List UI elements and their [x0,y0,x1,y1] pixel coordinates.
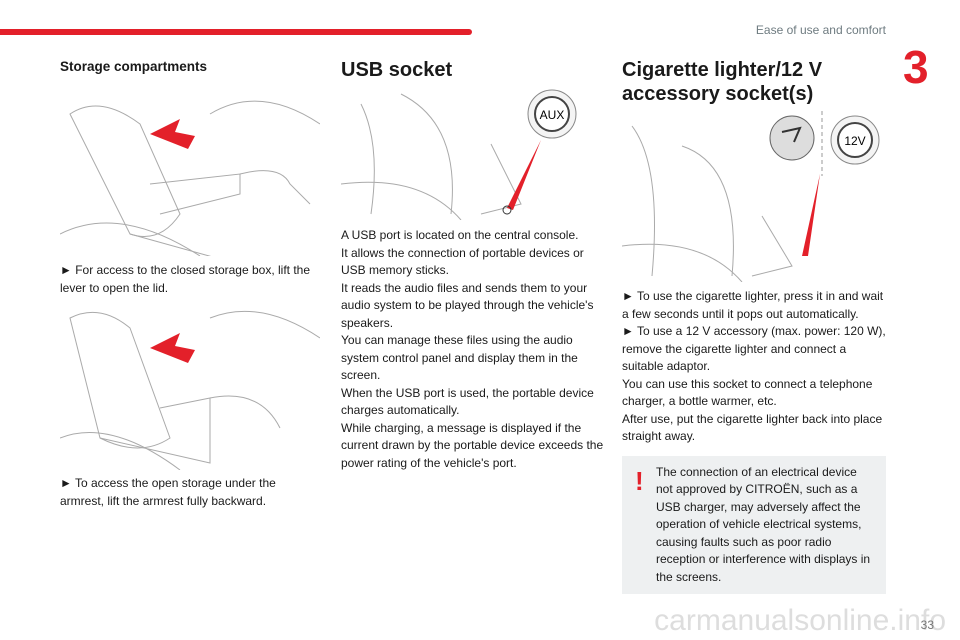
warning-box: ! The connection of an electrical device… [622,455,886,594]
usb-description: A USB port is located on the central con… [341,227,607,472]
aux-label: AUX [540,108,565,122]
warning-icon: ! [635,465,644,496]
usb-line: A USB port is located on the central con… [341,228,579,242]
watermark: carmanualsonline.info [654,604,946,637]
page-number: 33 [920,618,934,632]
12v-label: 12V [844,134,865,148]
lighter-socket-illustration: 12V [622,111,880,282]
usb-line: It allows the connection of portable dev… [341,245,584,278]
section-title: Ease of use and comfort [755,23,886,37]
storage-instruction-2: ► To access the open storage under the a… [60,476,276,508]
lighter-column-flow: ► To use the cigarette lighter, press it… [622,288,890,594]
lighter-description: ► To use the cigarette lighter, press it… [622,288,890,446]
usb-line: You can manage these files using the aud… [341,333,578,382]
chapter-number: 3 [903,41,929,93]
usb-line: It reads the audio files and sends them … [341,280,594,330]
warning-text: The connection of an electrical device n… [656,464,871,584]
storage-instruction-1: ► For access to the closed storage box, … [60,263,310,295]
lighter-line: After use, put the cigarette lighter bac… [622,411,883,444]
usb-socket-illustration: AUX [341,89,577,220]
usb-title: USB socket [341,59,453,81]
storage-box-illustration [60,100,320,256]
lighter-line: ► To use a 12 V accessory (max. power: 1… [622,324,886,373]
lighter-line: You can use this socket to connect a tel… [622,376,873,409]
lighter-title: Cigarette lighter/12 V accessory socket(… [622,59,823,105]
header-bar [0,29,472,35]
usb-line: When the USB port is used, the portable … [341,385,594,418]
storage-title: Storage compartments [60,59,208,74]
usb-line: While charging, a message is displayed i… [341,420,604,470]
armrest-illustration [60,310,320,470]
lighter-line: ► To use the cigarette lighter, press it… [622,289,884,321]
